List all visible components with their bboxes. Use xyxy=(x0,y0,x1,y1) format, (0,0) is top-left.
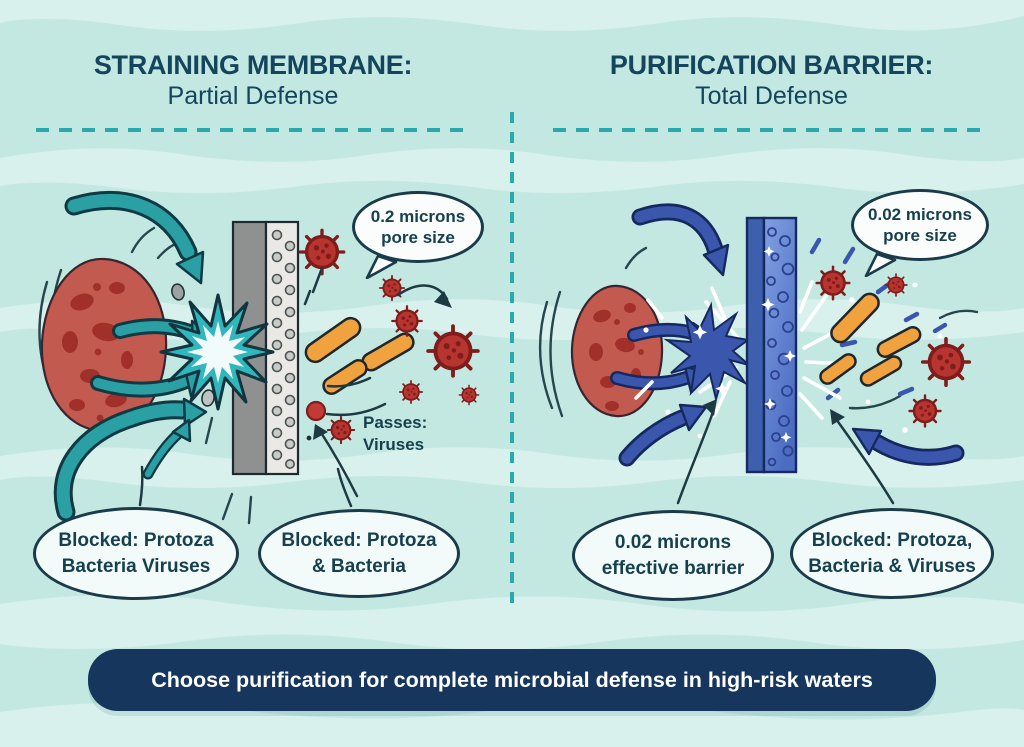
left-title-text: STRAINING MEMBRANE: xyxy=(93,50,413,80)
bottom-banner: Choose purification for complete microbi… xyxy=(88,649,936,711)
left-blocked-all-oval: Blocked: Protoza Bacteria Viruses xyxy=(33,507,239,600)
oval-line: effective barrier xyxy=(601,557,745,579)
oval-line: Blocked: Protoza xyxy=(281,530,437,552)
speech-bubble-tail-icon xyxy=(365,255,398,279)
left-blocked-partial-oval: Blocked: Protoza & Bacteria xyxy=(258,509,460,598)
protozoa-blob-icon xyxy=(570,284,664,418)
pointer-arrows xyxy=(676,410,895,505)
purification-barrier-illustration xyxy=(538,203,979,505)
oval-line: Bacteria Viruses xyxy=(61,555,211,577)
right-effective-barrier-oval: 0.02 microns effective barrier xyxy=(572,510,774,601)
purification-barrier-icon xyxy=(745,216,798,474)
passes-viruses-label: Passes: Viruses xyxy=(363,412,427,456)
left-pore-size-bubble: 0.2 microns pore size xyxy=(352,191,484,279)
left-bubble-line2: pore size xyxy=(381,228,455,247)
oval-line: Blocked: Protoza, xyxy=(811,530,973,552)
banner-text: Choose purification for complete microbi… xyxy=(151,667,873,692)
teal-flow-arrow-icon xyxy=(53,191,215,522)
motion-lines-icon xyxy=(538,246,979,418)
oval-line: & Bacteria xyxy=(312,555,406,577)
pointer-arrowheads xyxy=(703,399,845,425)
particle-icon xyxy=(171,283,312,441)
pointer-arrows xyxy=(138,266,449,508)
bacteria-rod-icon xyxy=(819,292,922,387)
right-bubble-line2: pore size xyxy=(883,226,957,245)
passes-line1: Passes: xyxy=(363,413,428,432)
right-title-text: PURIFICATION BARRIER: xyxy=(609,50,934,80)
passes-line2: Viruses xyxy=(363,435,425,455)
pointer-arrowheads xyxy=(313,291,452,440)
bacteria-rod-icon xyxy=(304,316,415,395)
virus-icon xyxy=(298,228,480,445)
right-subtitle-text: Total Defense xyxy=(695,82,848,111)
left-bubble-line1: 0.2 microns xyxy=(370,206,466,226)
passing-particle-icon xyxy=(305,400,327,422)
right-bubble-line1: 0.02 microns xyxy=(868,204,972,224)
oval-line: Bacteria & Viruses xyxy=(808,555,976,577)
sparkle-icon xyxy=(761,246,796,443)
right-pore-size-bubble: 0.02 microns pore size xyxy=(851,189,989,277)
right-panel-title: PURIFICATION BARRIER: Total Defense xyxy=(553,50,990,112)
dashed-dividers xyxy=(36,112,990,612)
oval-line: 0.02 microns xyxy=(614,532,732,554)
straining-membrane-icon xyxy=(231,220,300,476)
speech-bubble-tail-icon xyxy=(864,253,897,277)
left-subtitle-text: Partial Defense xyxy=(167,82,339,111)
oval-line: Blocked: Protoza xyxy=(58,530,214,552)
impact-burst-icon xyxy=(159,293,275,411)
left-panel-title: STRAINING MEMBRANE: Partial Defense xyxy=(36,50,470,112)
right-blocked-all-oval: Blocked: Protoza, Bacteria & Viruses xyxy=(790,508,994,599)
straining-membrane-illustration xyxy=(38,191,480,525)
